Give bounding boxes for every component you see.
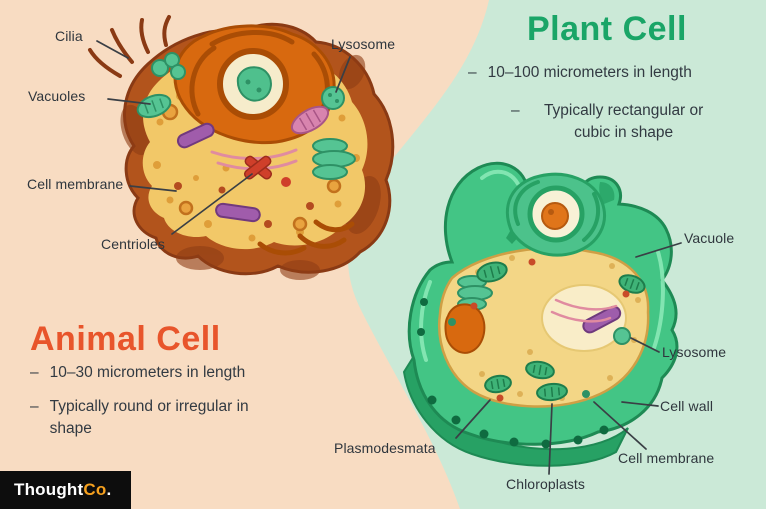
plant-pink-strands — [550, 298, 618, 323]
label-cell-membrane-plant: Cell membrane — [618, 450, 715, 466]
chloroplast-organelles — [476, 261, 646, 402]
lysosome-animal-leader-line — [335, 56, 351, 93]
lysosome-plant-leader-line — [630, 337, 660, 353]
striped-organelle — [290, 105, 330, 135]
animal-bullet-size-text: 10–30 micrometers in length — [49, 364, 246, 381]
bullet-dash: – — [511, 102, 520, 119]
cilia-hairs — [88, 15, 171, 78]
plant-bullet-size: – 10–100 micrometers in length — [468, 62, 692, 84]
vacuoles-leader-line — [107, 98, 151, 105]
plasmodesmata-leader-line — [455, 399, 491, 439]
cell-wall-leader-line — [621, 401, 659, 407]
label-cell-wall: Cell wall — [660, 398, 714, 414]
mitochondrion-left — [136, 93, 172, 119]
label-vacuole: Vacuole — [684, 230, 735, 246]
label-chloroplasts: Chloroplasts — [506, 476, 586, 492]
plant-orange-organelle — [444, 303, 486, 354]
lysosome-dot — [335, 99, 339, 103]
vacuole-leader-line — [635, 242, 682, 258]
lysosome-dot — [328, 93, 332, 97]
plant-nucleolus — [541, 202, 569, 230]
nucleolus-dot — [256, 87, 262, 93]
plant-bullet-shape-text: Typically rectangular or cubic in shape — [543, 102, 704, 142]
golgi-stack — [312, 138, 356, 180]
wall-highlights — [419, 169, 665, 362]
plant-bullet-shape: – Typically rectangular or cubic in shap… — [511, 100, 717, 145]
nucleolus-dot — [548, 209, 554, 215]
plant-teal-dots — [448, 318, 590, 398]
animal-bullet-shape: – Typically round or irregular in shape — [30, 396, 272, 441]
animal-lysosome-organelle — [321, 86, 345, 110]
animal-cell-title: Animal Cell — [30, 320, 221, 358]
bullet-dash: – — [30, 398, 39, 415]
label-cilia: Cilia — [55, 28, 83, 44]
logo-text-co: Co — [83, 480, 107, 499]
cell-membrane-leader-line — [129, 185, 177, 192]
label-lysosome-animal: Lysosome — [331, 36, 396, 52]
red-organelle-dot — [281, 177, 291, 187]
animal-cell-illustration — [88, 15, 395, 280]
bottom-ruffles — [257, 219, 355, 256]
label-vacuoles: Vacuoles — [28, 88, 86, 104]
leader-lines — [96, 40, 682, 475]
chloroplasts-leader-line — [548, 403, 553, 475]
cell-membrane-plant-leader-line — [593, 401, 647, 450]
logo-text-period: . — [106, 480, 112, 499]
plant-lysosome-organelle — [613, 327, 631, 345]
plant-cell-title: Plant Cell — [527, 10, 687, 48]
nub-shadow — [599, 182, 615, 204]
teal-cluster — [151, 52, 186, 80]
animal-bullet-shape-text: Typically round or irregular in shape — [49, 398, 249, 438]
bullet-dash: – — [30, 364, 39, 381]
label-centrioles: Centrioles — [101, 236, 166, 252]
centrioles-organelle — [243, 155, 273, 180]
bullet-dash: – — [468, 64, 477, 81]
animal-bullet-size: – 10–30 micrometers in length — [30, 362, 245, 384]
plant-vacuole-organelle — [541, 284, 627, 352]
plant-er-folds — [513, 180, 601, 242]
purple-organelles — [176, 122, 261, 223]
label-lysosome-plant: Lysosome — [662, 344, 727, 360]
plant-cell-illustration — [402, 161, 679, 467]
animal-nucleolus — [236, 66, 272, 102]
cilia-leader-line — [96, 40, 129, 59]
label-cell-membrane: Cell membrane — [27, 176, 124, 192]
plant-red-dots — [470, 258, 630, 402]
label-plasmodesmata: Plasmodesmata — [334, 440, 436, 456]
plasmodesmata-dots — [417, 298, 609, 449]
red-dots — [174, 182, 314, 228]
nucleolus-dot — [245, 79, 251, 85]
centrioles-leader-line — [171, 173, 253, 235]
logo-text-thought: Thought — [14, 480, 84, 499]
plant-bullet-size-text: 10–100 micrometers in length — [487, 64, 692, 81]
